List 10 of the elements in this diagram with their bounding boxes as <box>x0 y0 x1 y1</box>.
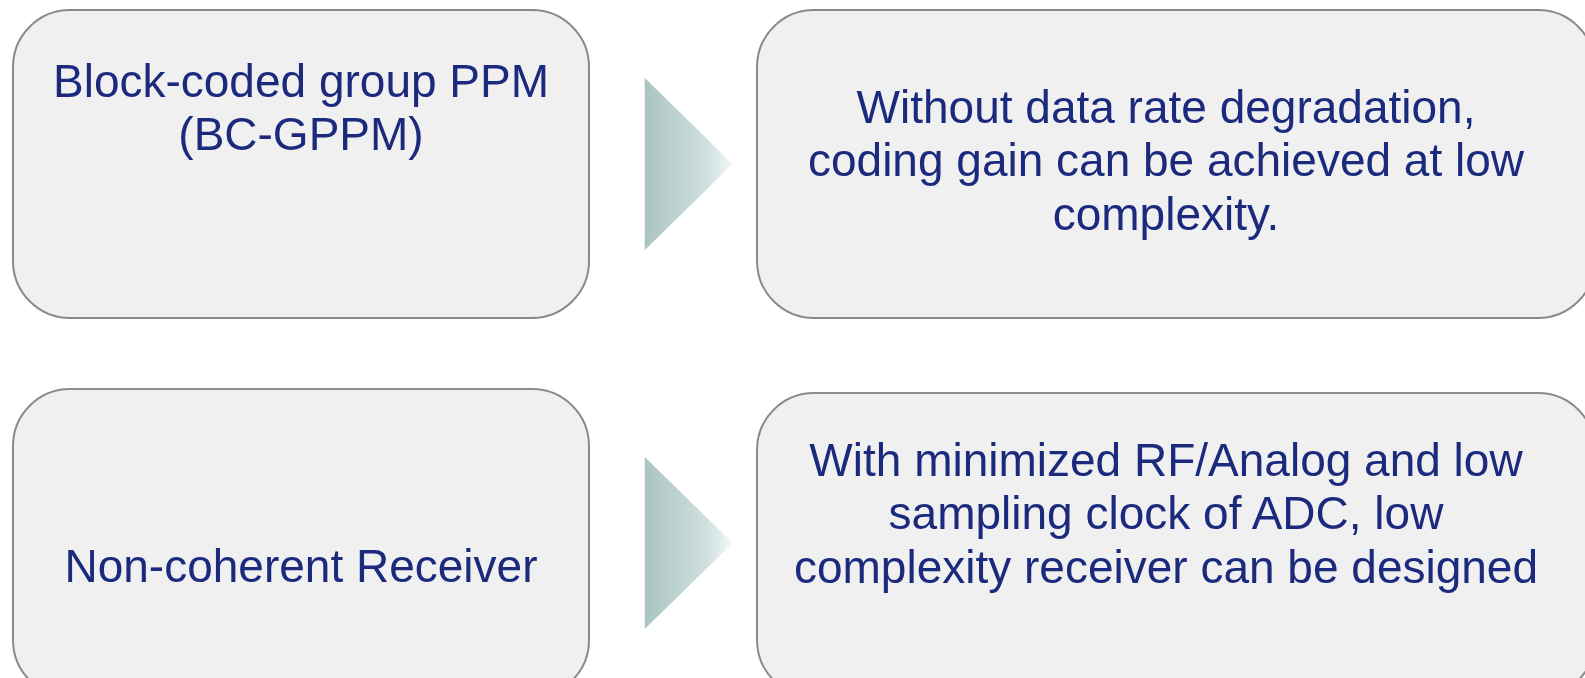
rounded-box <box>756 392 1585 678</box>
box-text: Block-coded group PPM (BC-GPPM) <box>52 55 550 162</box>
chevron-arrow <box>644 457 733 629</box>
rounded-box <box>756 9 1585 319</box>
rounded-box <box>12 388 590 678</box>
box-text: Non-coherent Receiver <box>64 540 538 594</box>
box-text: Without data rate degradation, coding gain can be achieved at low complexity. <box>806 81 1526 242</box>
rounded-box <box>12 9 590 319</box>
chevron-arrow <box>644 78 733 250</box>
box-text: With minimized RF/Analog and low sampling clock of ADC, low complexity receiver can be designed <box>792 434 1540 595</box>
